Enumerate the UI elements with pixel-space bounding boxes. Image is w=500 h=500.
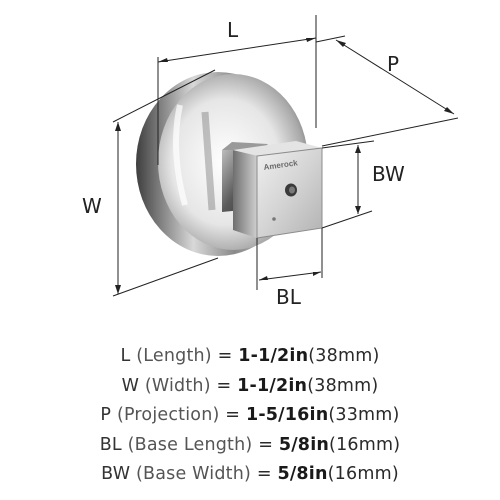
disc-shadow-streak xyxy=(201,111,216,211)
spec-abbr: W xyxy=(121,375,140,396)
spec-equals: = xyxy=(216,375,232,396)
spec-value: 5/8in xyxy=(277,464,328,484)
base-length-dimension-label: BL xyxy=(276,285,302,309)
spec-value: 1-1/2in xyxy=(237,375,308,396)
head-side xyxy=(233,150,257,238)
width-dimension-label: W xyxy=(82,194,102,218)
spec-value: 5/8in xyxy=(278,434,330,455)
spec-name: (Base Width) xyxy=(135,464,252,484)
spec-abbr: BL xyxy=(99,434,122,455)
head-top xyxy=(233,141,322,156)
projection-dimension-label: P xyxy=(387,52,399,76)
hook-product: Amerock xyxy=(136,72,323,256)
dimension-spec-list: L (Length) = 1-1/2in(38mm) W (Width) = 1… xyxy=(0,342,500,490)
spec-name: (Base Length) xyxy=(127,434,253,455)
spec-name: (Width) xyxy=(144,375,211,396)
spec-metric: (38mm) xyxy=(308,346,380,366)
spec-equals: = xyxy=(258,434,274,455)
spec-abbr: L xyxy=(120,346,131,366)
spec-metric: (16mm) xyxy=(329,434,401,455)
spec-equals: = xyxy=(217,346,233,366)
spec-metric: (16mm) xyxy=(327,464,399,484)
spec-name: (Length) xyxy=(136,346,212,366)
spec-value: 1-1/2in xyxy=(238,346,309,366)
spec-row-base-width: BW (Base Width) = 5/8in(16mm) xyxy=(0,460,500,490)
spec-row-base-length: BL (Base Length) = 5/8in(16mm) xyxy=(0,431,500,461)
spec-row-projection: P (Projection) = 1-5/16in(33mm) xyxy=(0,401,500,431)
dimension-lines xyxy=(112,15,459,297)
spec-equals: = xyxy=(225,405,241,425)
spec-row-length: L (Length) = 1-1/2in(38mm) xyxy=(0,342,500,372)
spec-metric: (38mm) xyxy=(307,375,379,396)
spec-abbr: P xyxy=(100,405,112,425)
spec-metric: (33mm) xyxy=(328,405,400,425)
disc-highlight xyxy=(173,104,188,206)
length-dimension-label: L xyxy=(227,18,239,42)
spec-abbr: BW xyxy=(101,464,131,484)
product-dimension-diagram: Amerock L xyxy=(82,15,459,309)
spec-name: (Projection) xyxy=(116,405,220,425)
spec-value: 1-5/16in xyxy=(245,405,329,425)
small-dimple xyxy=(272,217,276,221)
screw-hole-inner xyxy=(289,186,295,194)
spec-equals: = xyxy=(256,464,272,484)
base-width-dimension-label: BW xyxy=(372,162,405,186)
spec-row-width: W (Width) = 1-1/2in(38mm) xyxy=(0,372,500,402)
